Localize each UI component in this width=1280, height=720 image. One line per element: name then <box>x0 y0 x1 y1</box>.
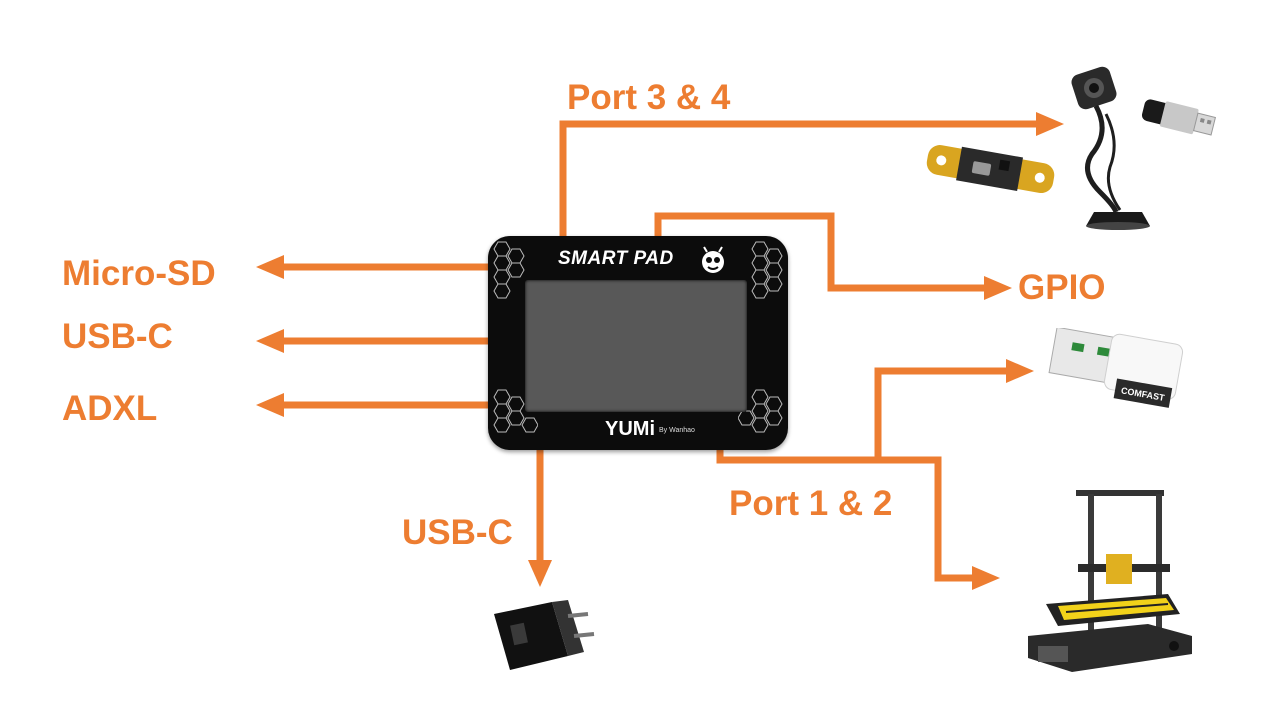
arrowhead-adxl <box>256 393 284 417</box>
label-port-1-2: Port 1 & 2 <box>729 484 893 523</box>
webcam-icon <box>1071 66 1150 230</box>
hexagon-pattern-top-right <box>751 241 783 299</box>
arrowhead-wifi <box>1006 359 1034 383</box>
label-gpio: GPIO <box>1018 268 1106 307</box>
usb-wifi-dongle-icon: COMFAST <box>1048 328 1184 408</box>
label-usb-c-left: USB-C <box>62 317 173 356</box>
arrowhead-gpio <box>984 276 1012 300</box>
mascot-logo-icon <box>702 246 724 273</box>
label-usb-c-bottom: USB-C <box>402 513 513 552</box>
wire-gpio <box>654 212 990 292</box>
accelerometer-board-icon <box>926 145 1055 194</box>
wire-port-1-2 <box>716 450 980 582</box>
wire-port-3-4 <box>559 120 1040 238</box>
label-micro-sd: Micro-SD <box>62 254 216 293</box>
arrowhead-usb-c-left <box>256 329 284 353</box>
3d-printer-icon <box>1028 490 1192 672</box>
device-brand-sub: By Wanhao <box>659 427 695 434</box>
label-adxl: ADXL <box>62 389 158 428</box>
arrowhead-port-3-4 <box>1036 112 1064 136</box>
wire-port-1-2-branch <box>874 367 1012 460</box>
arrowhead-port-1-2 <box>972 566 1000 590</box>
arrowhead-micro-sd <box>256 255 284 279</box>
device-screen <box>525 280 747 412</box>
label-port-3-4: Port 3 & 4 <box>567 78 731 117</box>
power-adapter-icon <box>494 600 595 670</box>
device-brand: YUMi <box>605 418 655 440</box>
device-title: SMART PAD <box>558 248 674 269</box>
arrowhead-usb-c-bottom <box>528 560 552 587</box>
smart-pad-device: SMART PAD YUMi By Wanhao <box>488 236 788 450</box>
hexagon-pattern-bottom-right <box>738 389 783 433</box>
hexagon-pattern-bottom-left <box>493 389 538 433</box>
usb-flash-drive-icon <box>1141 99 1217 136</box>
hexagon-pattern-top-left <box>493 241 525 299</box>
